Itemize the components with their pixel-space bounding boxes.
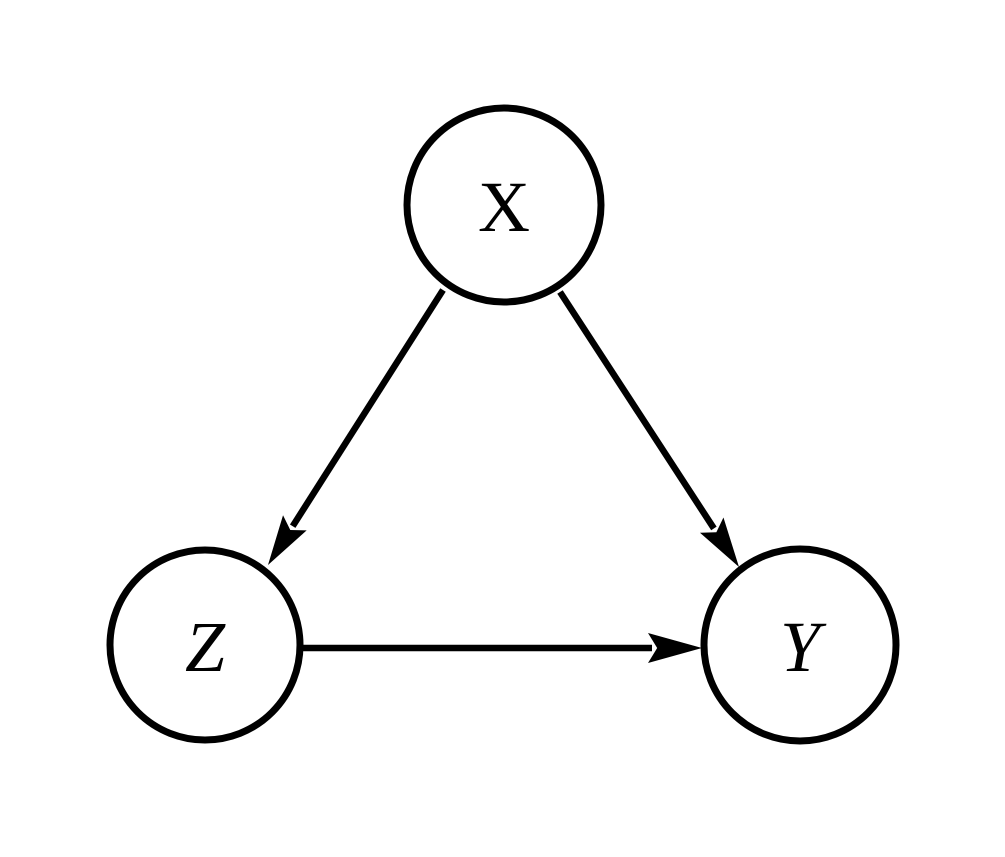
node-y-label: Y — [780, 607, 827, 687]
node-x-label: X — [478, 167, 530, 247]
node-y: Y — [700, 545, 900, 745]
node-z-circle — [106, 546, 304, 744]
edge-x-to-z — [268, 288, 446, 565]
edge-x-to-z-arrowhead — [268, 515, 307, 565]
edge-z-to-y — [302, 633, 702, 663]
node-y-circle — [700, 545, 900, 745]
node-x-circle — [403, 104, 605, 306]
edge-x-to-y-line — [557, 290, 717, 531]
node-z-label: Z — [185, 607, 226, 687]
edge-layer — [268, 288, 739, 663]
node-x: X — [403, 104, 605, 306]
edge-x-to-y-arrowhead — [699, 517, 739, 567]
edge-x-to-z-line — [289, 288, 446, 528]
node-z: Z — [106, 546, 304, 744]
node-layer: X Z Y — [106, 104, 900, 745]
edge-z-to-y-arrowhead — [648, 633, 702, 663]
edge-x-to-y — [557, 290, 739, 567]
